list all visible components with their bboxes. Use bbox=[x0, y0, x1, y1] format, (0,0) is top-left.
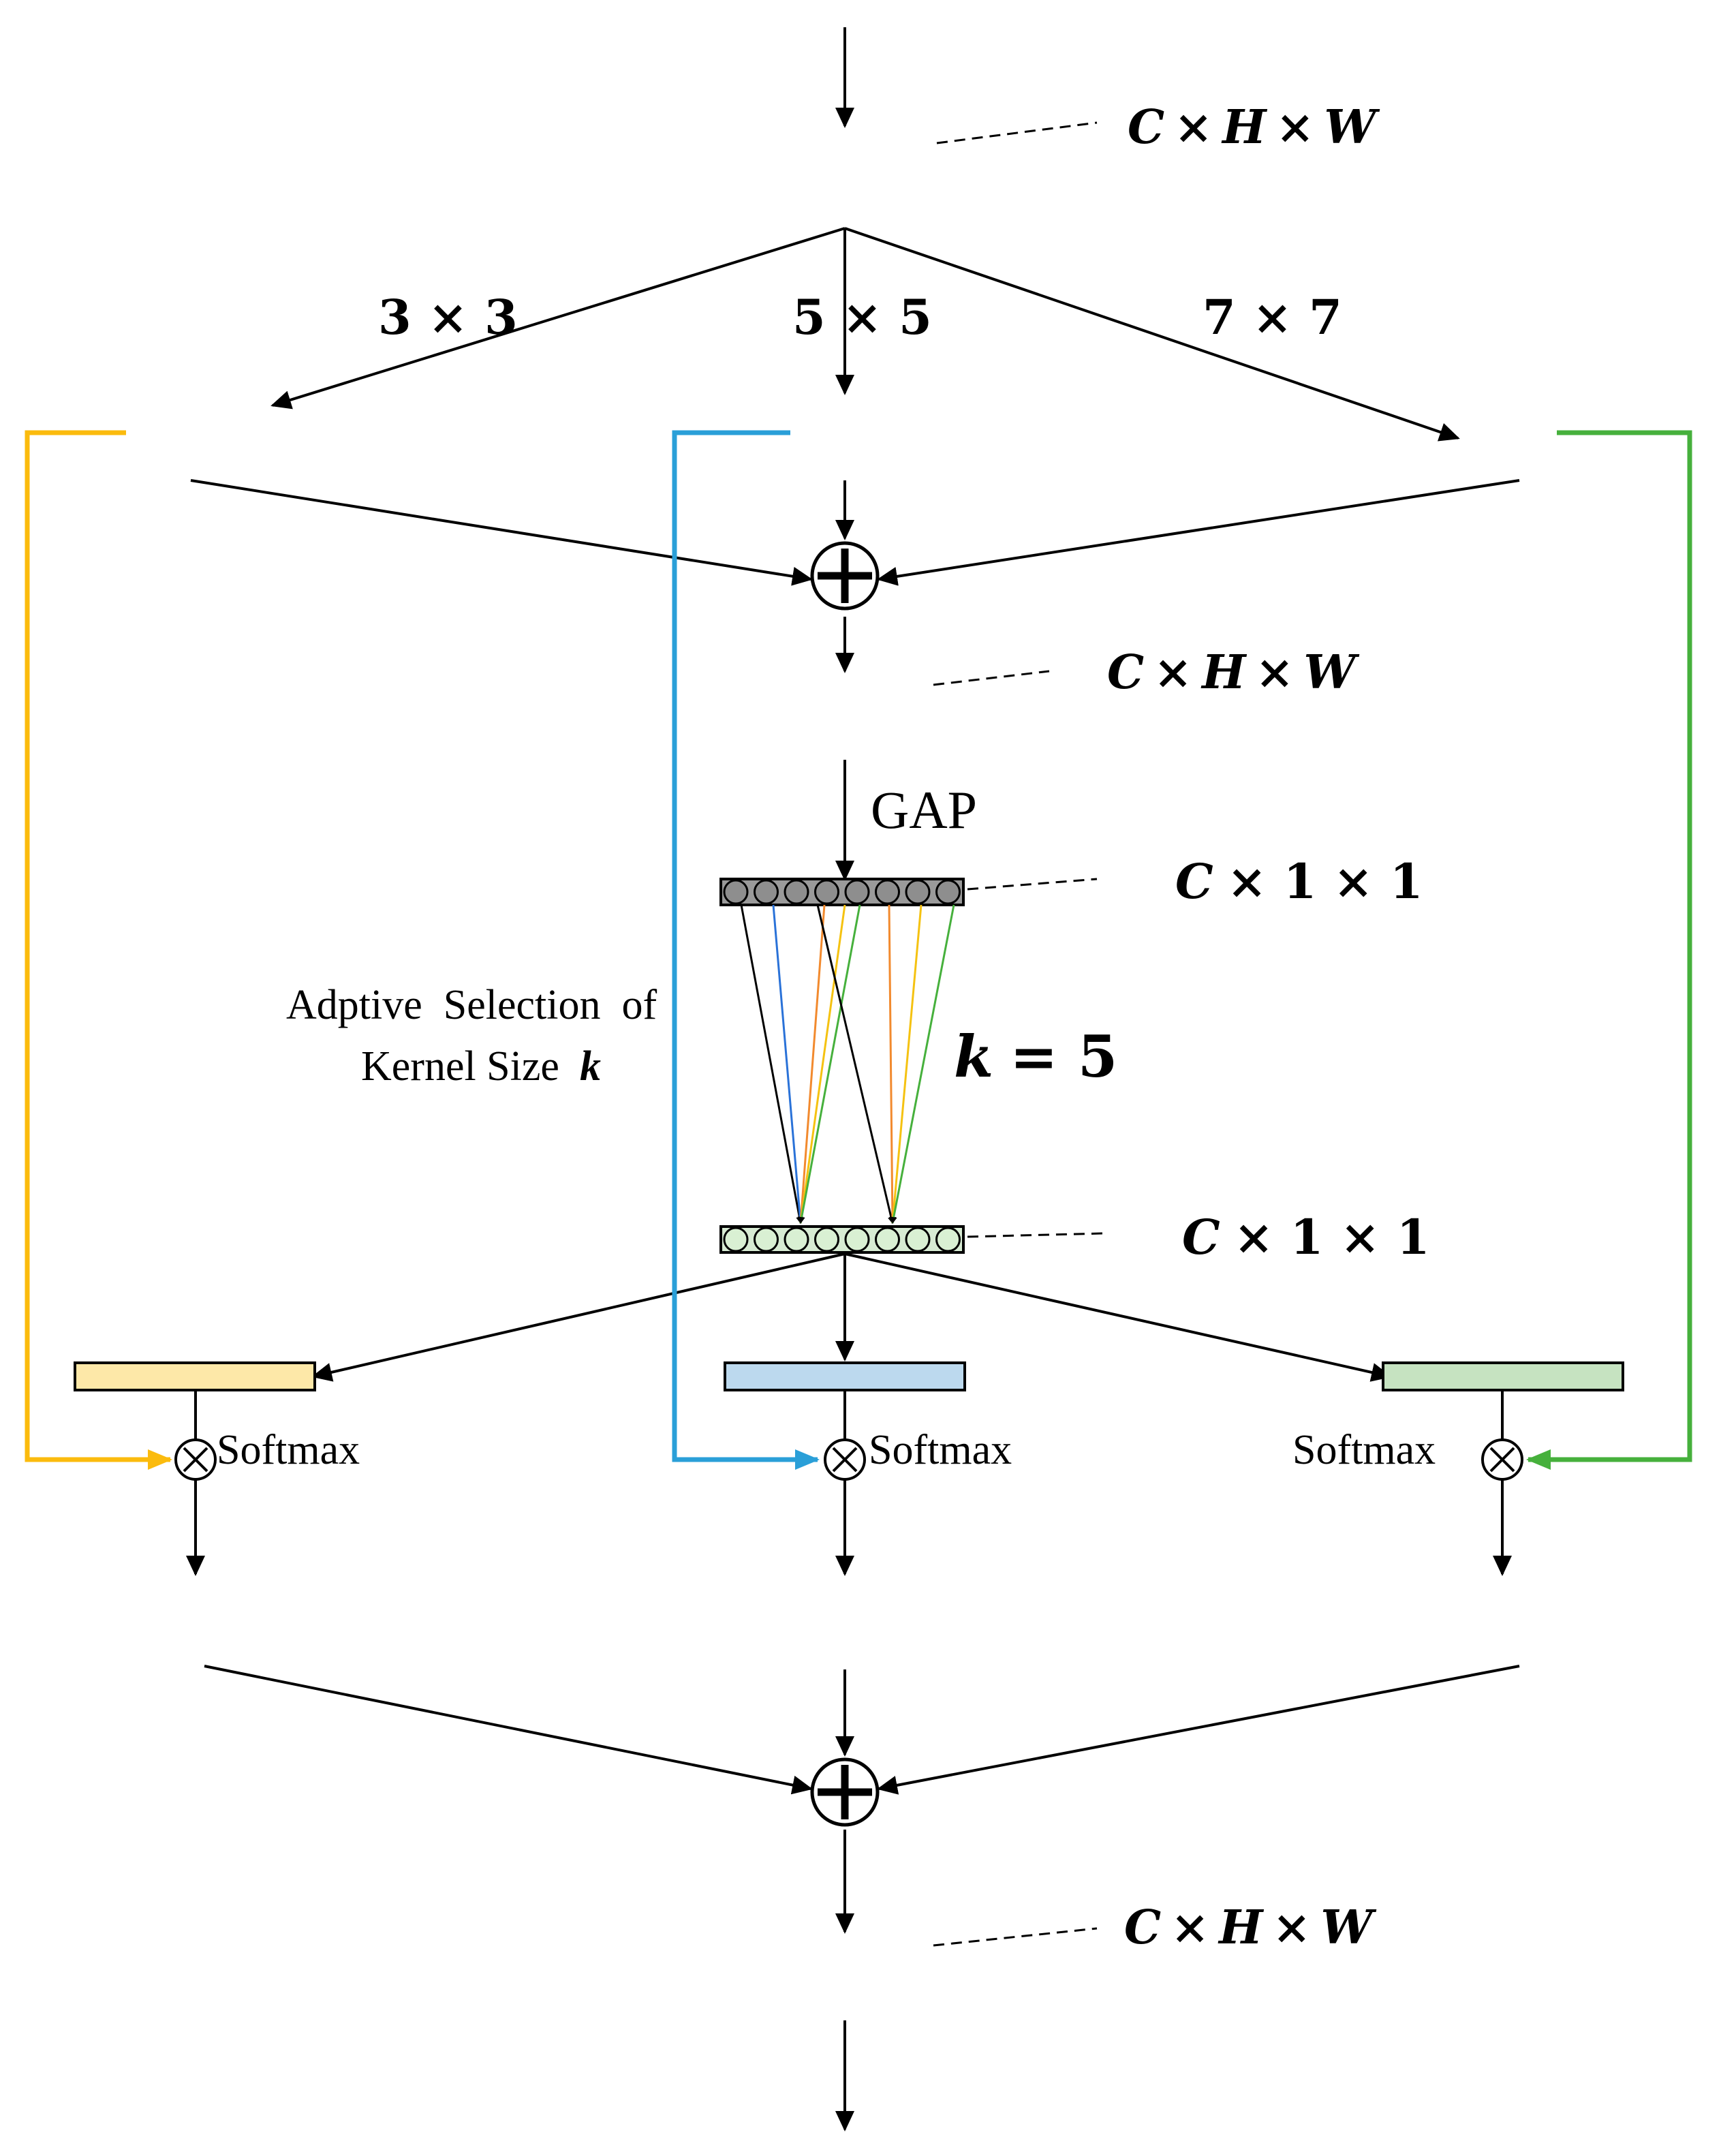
f3-to-sum1-arrow bbox=[877, 479, 1520, 586]
f1p-to-sum2-arrow bbox=[204, 1665, 813, 1795]
fp-dim-leader bbox=[933, 670, 1050, 686]
vec-to-bar1-arrow bbox=[311, 1252, 846, 1382]
multiply-node-2 bbox=[824, 1438, 866, 1481]
gap-vector-cell bbox=[844, 879, 870, 905]
f1-skip-line bbox=[25, 430, 172, 1470]
multiply-node-3 bbox=[1481, 1438, 1523, 1481]
multiply-node-1 bbox=[174, 1438, 217, 1481]
gap-vector-cell bbox=[905, 879, 931, 905]
softmax-label-2: Softmax bbox=[869, 1427, 1012, 1473]
gap-dim-leader bbox=[967, 878, 1098, 891]
f3-skip-line bbox=[1526, 430, 1692, 1470]
k-equals-label: k= 5 bbox=[954, 1023, 1117, 1090]
kernel-7x7-label: 7 × 7 bbox=[1203, 289, 1342, 345]
gap-vector-cell bbox=[723, 879, 749, 905]
kernel-5x5-label: 5 × 5 bbox=[792, 289, 932, 345]
softmax-label-3: Softmax bbox=[1292, 1427, 1436, 1473]
vec-to-bar3-arrow bbox=[844, 1252, 1392, 1382]
out-dim-leader bbox=[967, 1232, 1104, 1238]
output-vector-cell bbox=[935, 1227, 961, 1252]
gap-vector-cell bbox=[875, 879, 900, 905]
gap-label: GAP bbox=[871, 780, 977, 840]
sum-node-2 bbox=[810, 1757, 880, 1827]
sum-node-1 bbox=[810, 541, 880, 611]
gap-vector-cell bbox=[784, 879, 809, 905]
output-vector-cell bbox=[905, 1227, 931, 1252]
weight-bar-2 bbox=[724, 1361, 966, 1391]
f-dim-leader bbox=[936, 121, 1098, 144]
f-to-f1-arrow bbox=[270, 227, 846, 410]
weight-bar-3 bbox=[1382, 1361, 1624, 1391]
output-vector-cell bbox=[754, 1227, 779, 1252]
fp-dim-label: C×H×W bbox=[1107, 645, 1359, 700]
fpp-dim-leader bbox=[933, 1927, 1098, 1947]
gap-vector-cell bbox=[814, 879, 839, 905]
output-vector-cell bbox=[814, 1227, 839, 1252]
kernel-3x3-label: 3 × 3 bbox=[378, 289, 518, 345]
gap-vector-cells bbox=[723, 879, 961, 905]
f1-to-sum1-arrow bbox=[190, 479, 813, 586]
fpp-dim-label: C×H×W bbox=[1124, 1900, 1376, 1955]
f-dim-label: C×H×W bbox=[1128, 100, 1380, 155]
f3p-to-sum2-arrow bbox=[877, 1665, 1520, 1795]
gap-vector-cell bbox=[754, 879, 779, 905]
gap-vector-dim-label: C× 1 × 1 bbox=[1175, 853, 1423, 910]
softmax-label-1: Softmax bbox=[217, 1427, 360, 1473]
gap-vector-cell bbox=[935, 879, 961, 905]
output-vector-cells bbox=[723, 1227, 961, 1252]
output-vector-cell bbox=[844, 1227, 870, 1252]
conv1d-connections bbox=[740, 904, 955, 1224]
adaptive-label-line1: Adptive Selection of bbox=[286, 982, 657, 1028]
f2-skip-line bbox=[672, 430, 820, 1470]
weight-bar-1 bbox=[74, 1361, 316, 1391]
f-to-f3-arrow bbox=[844, 227, 1460, 442]
output-vector-cell bbox=[784, 1227, 809, 1252]
output-vector-cell bbox=[723, 1227, 749, 1252]
output-vector-dim-label: C× 1 × 1 bbox=[1182, 1209, 1430, 1265]
output-vector-cell bbox=[875, 1227, 900, 1252]
